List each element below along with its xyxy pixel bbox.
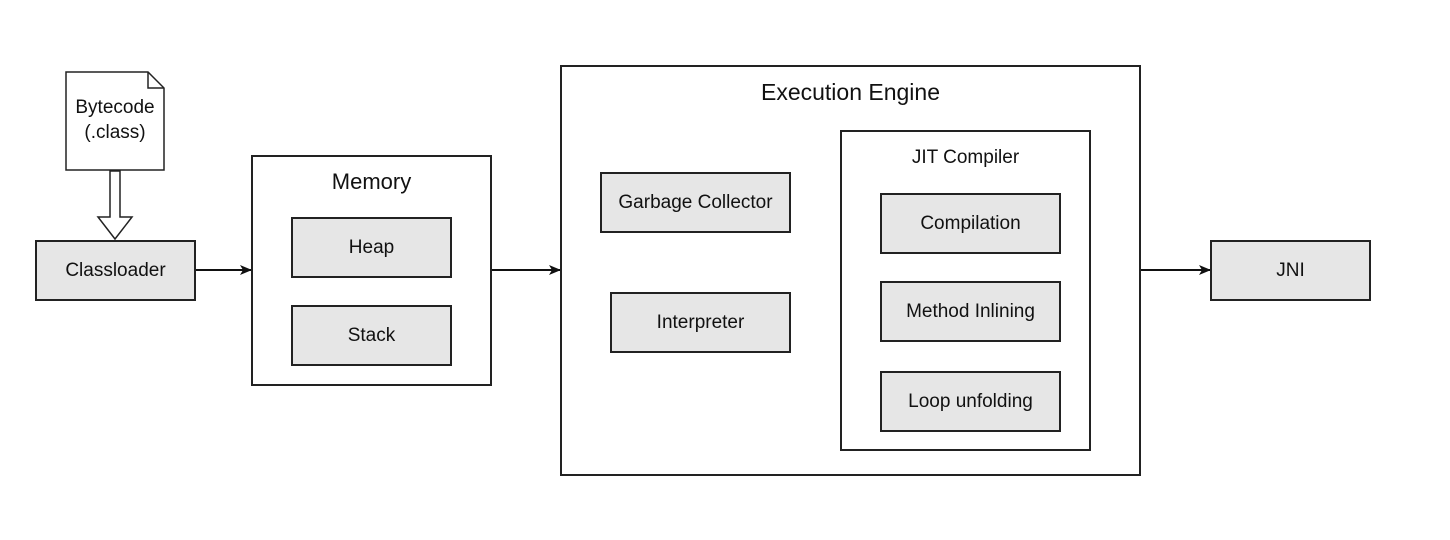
bytecode-to-classloader-arrow — [96, 170, 134, 241]
heap-label: Heap — [348, 236, 395, 258]
stack-box: Stack — [291, 305, 452, 366]
jni-label: JNI — [1276, 259, 1305, 281]
method-inlining-box: Method Inlining — [880, 281, 1061, 342]
execution-engine-title: Execution Engine — [760, 79, 940, 105]
jit-compiler-title: JIT Compiler — [911, 147, 1020, 168]
loop-unfolding-label: Loop unfolding — [908, 390, 1033, 412]
interpreter-label: Interpreter — [656, 311, 745, 333]
classloader-label: Classloader — [65, 259, 166, 281]
garbage-collector-label: Garbage Collector — [618, 191, 773, 213]
bytecode-label: Bytecode (.class) — [62, 95, 168, 145]
garbage-collector-box: Garbage Collector — [600, 172, 791, 233]
jni-box: JNI — [1210, 240, 1371, 301]
interpreter-box: Interpreter — [610, 292, 791, 353]
stack-label: Stack — [347, 324, 396, 346]
classloader-box: Classloader — [35, 240, 196, 301]
bytecode-line1: Bytecode — [75, 97, 155, 118]
bytecode-document-shape — [65, 71, 165, 171]
bytecode-line2: (.class) — [84, 122, 146, 143]
method-inlining-label: Method Inlining — [906, 300, 1035, 322]
compilation-box: Compilation — [880, 193, 1061, 254]
heap-box: Heap — [291, 217, 452, 278]
memory-title: Memory — [331, 169, 412, 194]
loop-unfolding-box: Loop unfolding — [880, 371, 1061, 432]
compilation-label: Compilation — [920, 212, 1021, 234]
